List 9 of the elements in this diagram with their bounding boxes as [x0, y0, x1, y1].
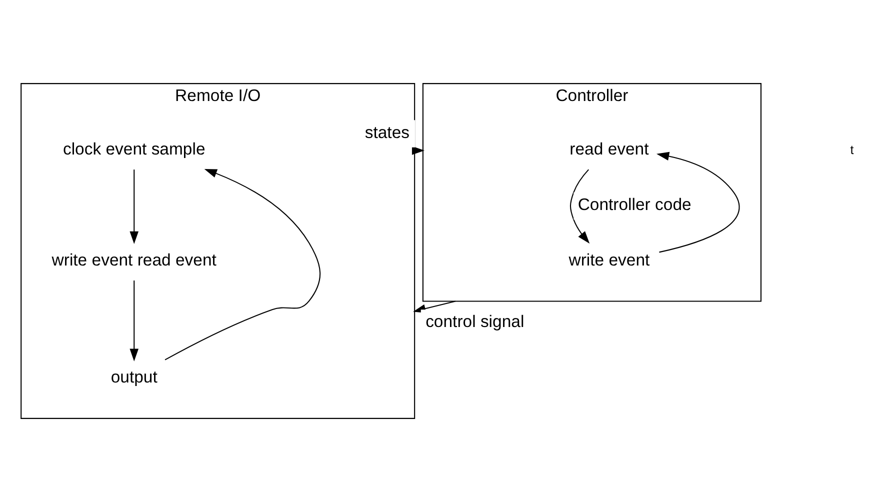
node-text: write event	[568, 250, 650, 270]
edge-label: states	[364, 122, 410, 142]
node-text: output	[110, 368, 158, 387]
node-text: read event	[570, 140, 649, 159]
edge-label: control signal	[426, 312, 524, 332]
label: t	[850, 142, 854, 157]
node-text: write event read event	[52, 250, 216, 270]
node-text: clock event sample	[62, 140, 206, 159]
edge-label: Controller code	[578, 194, 692, 214]
